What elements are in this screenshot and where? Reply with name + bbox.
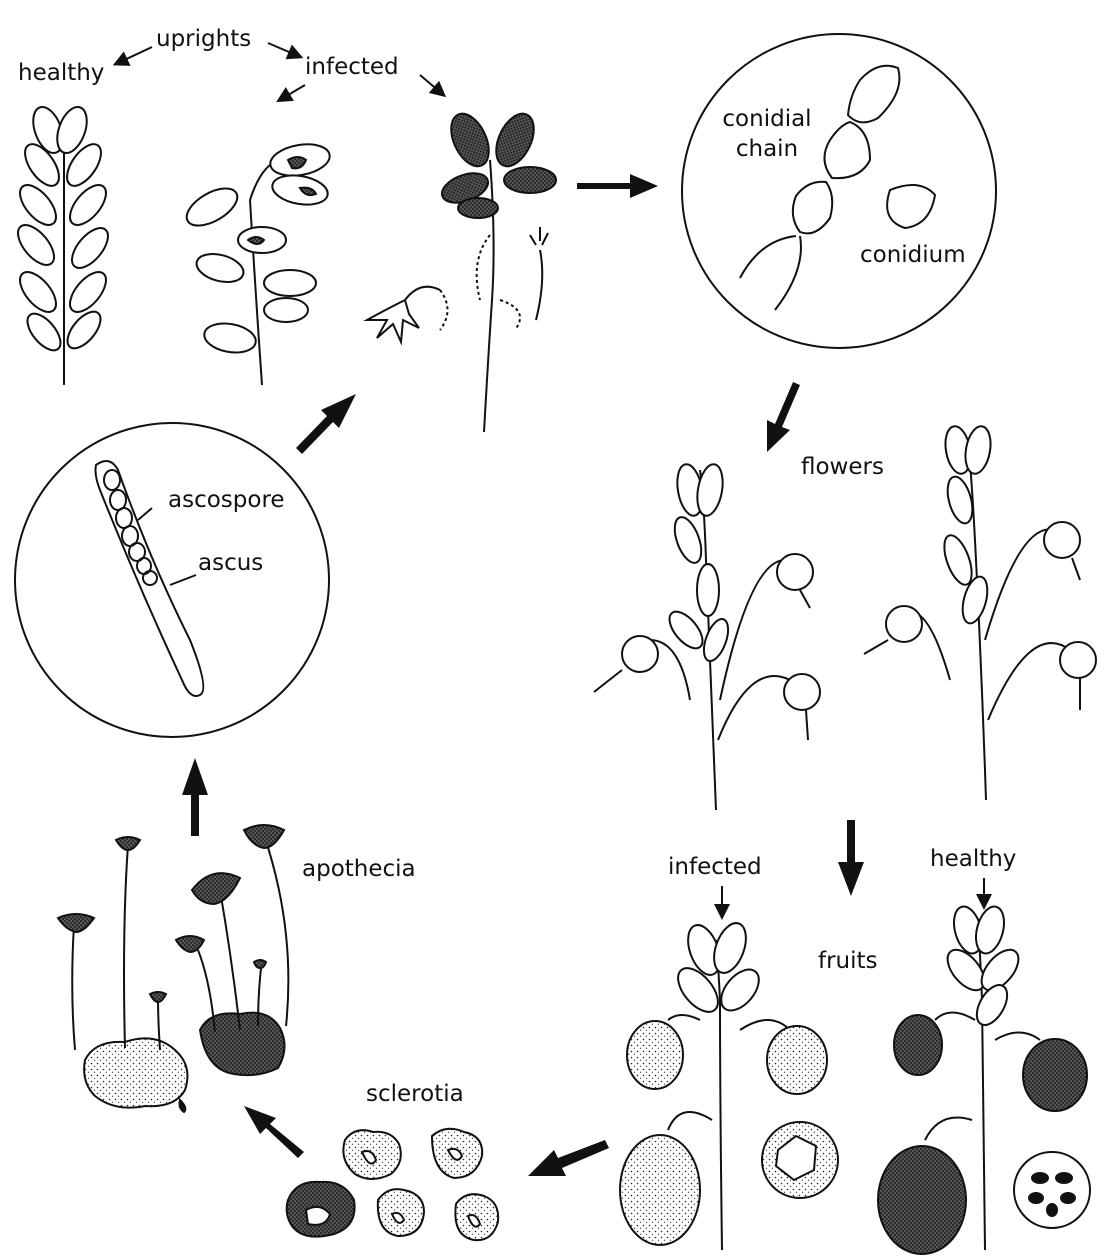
arrow-to-conidia-icon [577, 174, 658, 198]
conidium-label: conidium [860, 244, 966, 267]
uprights-label: uprights [156, 28, 251, 51]
infected-fruit-plant-icon [620, 919, 838, 1250]
arrow-to-sclerotia-icon [528, 1140, 609, 1176]
arrow-to-ascus-icon [182, 758, 208, 836]
healthy-fruit-plant-icon [878, 903, 1090, 1254]
blighted-upright-icon [367, 108, 556, 432]
healthy-fruit-label: healthy [930, 848, 1016, 871]
sclerotia-label: sclerotia [366, 1083, 464, 1106]
conidial-circle-icon [682, 34, 996, 348]
ascus-label: ascus [198, 552, 263, 575]
ascus-circle-icon [15, 423, 329, 737]
infected-upright-icon [181, 140, 332, 385]
arrow-to-flowers-icon [767, 382, 800, 452]
conidial-chain-label: conidial chain [712, 104, 822, 164]
apothecia-icon [58, 825, 288, 1112]
sclerotia-cluster-icon [287, 1129, 499, 1240]
healthy-upright-label: healthy [18, 62, 104, 85]
arrow-to-apothecia-icon [244, 1106, 304, 1158]
fruits-label: fruits [818, 950, 878, 973]
conidial-chain-text: conidial chain [722, 106, 811, 162]
infected-upright-label: infected [305, 56, 399, 79]
apothecia-label: apothecia [302, 858, 416, 881]
ascospore-label: ascospore [168, 489, 285, 512]
arrow-to-uprights-icon [296, 394, 356, 454]
healthy-upright-icon [11, 103, 114, 385]
flowering-upright-right-icon [864, 424, 1096, 800]
arrow-to-fruits-icon [838, 820, 864, 896]
flowering-upright-left-icon [594, 462, 820, 810]
flowers-label: flowers [801, 456, 884, 479]
infected-fruit-label: infected [668, 856, 762, 879]
